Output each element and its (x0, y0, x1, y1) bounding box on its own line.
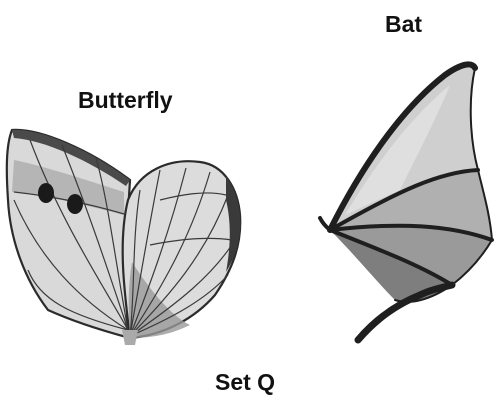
butterfly-body (122, 330, 138, 345)
butterfly-spot-1 (38, 183, 54, 203)
butterfly-wing-drawing (7, 130, 241, 345)
butterfly-spot-2 (67, 194, 83, 214)
bat-label: Bat (385, 13, 422, 36)
bat-wing-drawing (320, 64, 492, 340)
bat-thumb (320, 218, 330, 230)
set-caption: Set Q (215, 371, 275, 394)
butterfly-label: Butterfly (78, 89, 173, 112)
